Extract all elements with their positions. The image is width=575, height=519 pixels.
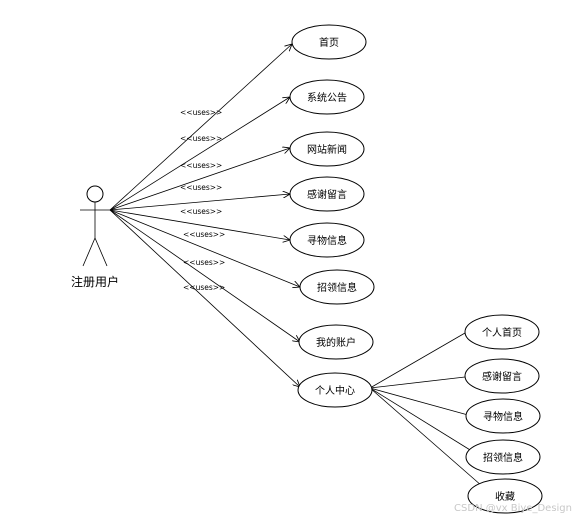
use-case-ellipse xyxy=(465,439,541,475)
use-case-label: 招领信息 xyxy=(317,281,357,294)
use-case-label: 感谢留言 xyxy=(307,188,347,201)
use-case-search-info: 寻物信息 xyxy=(289,222,365,258)
use-case-announcement: 系统公告 xyxy=(289,79,365,115)
use-case-label: 收藏 xyxy=(495,490,515,503)
actor-left-leg xyxy=(82,237,96,267)
use-case-ellipse xyxy=(289,131,365,167)
assoc-search-info xyxy=(109,209,290,240)
actor-registered-user: 注册用户 xyxy=(71,185,119,289)
watermark-text: CSDN @vx Biye_Design xyxy=(454,503,572,514)
center-associations xyxy=(369,332,483,487)
sub-use-case-thanks: 感谢留言 xyxy=(464,358,540,394)
actor-head xyxy=(86,185,104,203)
assoc-thanks xyxy=(109,194,290,211)
assoc-claim-info xyxy=(109,209,300,287)
uses-label: <<uses>> xyxy=(183,258,225,267)
uses-label: <<uses>> xyxy=(180,207,222,216)
uses-label: <<uses>> xyxy=(180,161,222,170)
actor-associations xyxy=(109,44,300,387)
use-case-ellipse xyxy=(464,358,540,394)
use-case-label: 个人首页 xyxy=(482,326,522,339)
use-case-claim-info: 招领信息 xyxy=(299,269,375,305)
use-case-label: 寻物信息 xyxy=(483,410,523,423)
use-case-ellipse xyxy=(465,398,541,434)
link-sub-claim-info xyxy=(369,387,476,454)
assoc-center xyxy=(109,209,300,387)
use-case-label: 个人中心 xyxy=(315,384,355,397)
assoc-home xyxy=(109,44,292,211)
use-case-ellipse xyxy=(291,24,367,60)
sub-use-case-claim-info: 招领信息 xyxy=(465,439,541,475)
use-case-label: 系统公告 xyxy=(307,91,347,104)
uses-label: <<uses>> xyxy=(180,134,222,143)
actor-label: 注册用户 xyxy=(71,274,119,289)
uses-label: <<uses>> xyxy=(183,230,225,239)
link-personal-home xyxy=(369,332,466,389)
use-case-label: 寻物信息 xyxy=(307,234,347,247)
actor-right-leg xyxy=(94,237,108,267)
use-case-label: 网站新闻 xyxy=(307,143,347,156)
uses-label: <<uses>> xyxy=(183,283,225,292)
use-case-ellipse xyxy=(299,269,375,305)
sub-use-case-favorites: 收藏 xyxy=(467,478,543,514)
use-case-ellipse xyxy=(289,176,365,212)
use-case-thanks: 感谢留言 xyxy=(289,176,365,212)
use-case-home: 首页 xyxy=(291,24,367,60)
link-sub-search-info xyxy=(369,387,469,416)
assoc-news xyxy=(109,148,290,211)
use-case-ellipse xyxy=(297,372,373,408)
sub-use-case-personal-home: 个人首页 xyxy=(464,314,540,350)
link-favorites xyxy=(369,387,483,487)
uses-label: <<uses>> xyxy=(180,108,222,117)
use-case-center: 个人中心 xyxy=(297,372,373,408)
use-case-ellipse xyxy=(289,222,365,258)
use-case-label: 感谢留言 xyxy=(482,370,522,383)
use-case-label: 我的账户 xyxy=(316,336,356,349)
use-case-ellipse xyxy=(467,478,543,514)
assoc-announcement xyxy=(109,97,290,211)
sub-use-case-search-info: 寻物信息 xyxy=(465,398,541,434)
use-case-label: 首页 xyxy=(319,36,339,49)
use-case-account: 我的账户 xyxy=(298,324,374,360)
uses-label: <<uses>> xyxy=(180,183,222,192)
use-case-ellipse xyxy=(464,314,540,350)
use-case-ellipse xyxy=(298,324,374,360)
use-case-news: 网站新闻 xyxy=(289,131,365,167)
use-case-label: 招领信息 xyxy=(483,451,523,464)
assoc-account xyxy=(109,209,300,342)
uses-labels: <<uses>> <<uses>> <<uses>> <<uses>> <<us… xyxy=(180,108,225,292)
use-case-ellipse xyxy=(289,79,365,115)
link-sub-thanks xyxy=(369,376,466,389)
